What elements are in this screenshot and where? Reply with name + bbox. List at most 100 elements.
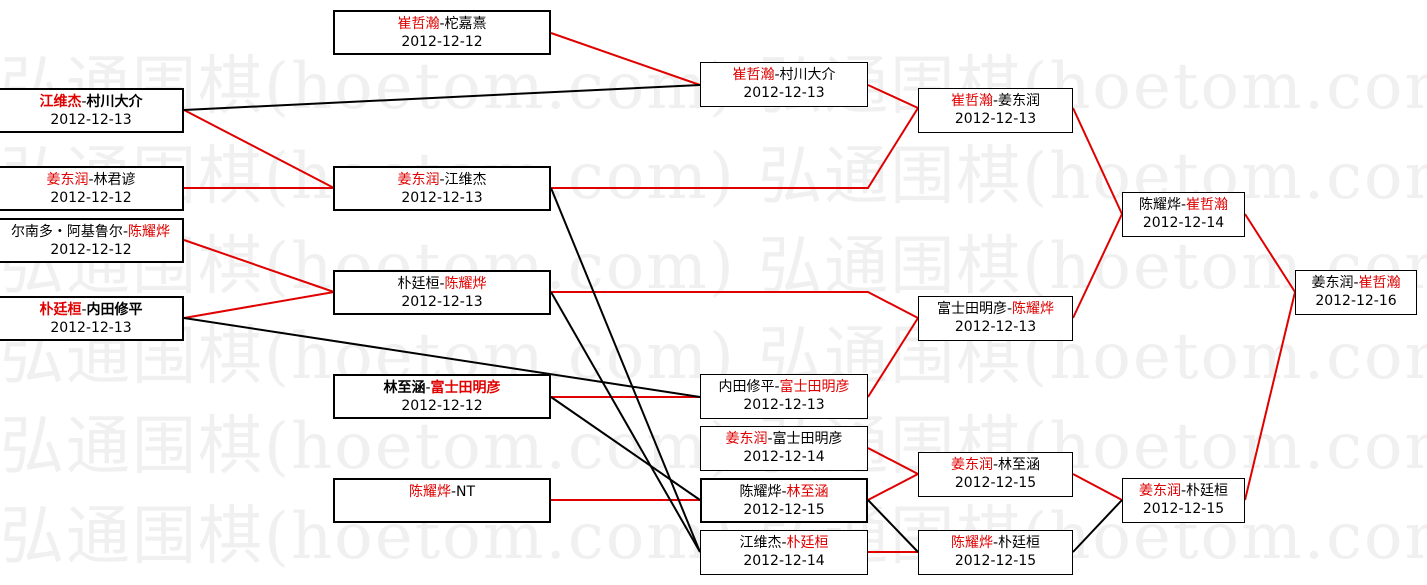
separator: - [781,484,787,500]
separator: - [774,67,780,83]
match-date: 2012-12-13 [50,320,132,336]
player-loser: NT [456,484,476,500]
connector-line [183,109,335,189]
player-loser: 富士田明彦 [936,301,1007,317]
player-loser: 尔南多・阿基鲁尔 [10,224,123,240]
connector-line [183,317,701,398]
match-box: 朴廷桓-陈耀烨 2012-12-13 [333,270,551,315]
final-match-box: 姜东润-崔哲瀚 2012-12-16 [1295,270,1417,315]
separator: - [992,535,999,551]
match-box: 富士田明彦-陈耀烨 2012-12-13 [918,296,1073,341]
connector-line [550,396,701,501]
match-players: 姜东润-林君谚 [0,171,182,189]
match-players: 陈耀烨-林至涵 [702,483,866,501]
match-date: 2012-12-15 [954,475,1037,491]
player-loser: 内田修平 [86,302,143,318]
connector-line [550,32,701,86]
match-players: 崔哲瀚-柁嘉熹 [335,15,549,33]
match-players: 朴廷桓-内田修平 [0,301,182,319]
player-loser: 陈耀烨 [1138,197,1181,213]
match-box: 崔哲瀚-柁嘉熹 2012-12-12 [333,10,551,55]
player-winner: 富士田明彦 [779,379,850,395]
player-loser: 姜东润 [998,93,1041,109]
separator: - [774,379,780,395]
connector-line [183,239,335,293]
player-loser: 陈耀烨 [739,484,782,500]
separator: - [425,380,431,396]
match-players: 崔哲瀚-姜东润 [919,92,1072,110]
match-box: 陈耀烨-崔哲瀚 2012-12-14 [1122,192,1245,237]
player-loser: 林至涵 [998,457,1041,473]
connector-line [867,84,919,109]
player-winner: 崔哲瀚 [1186,197,1229,213]
match-date: 2012-12-15 [743,502,825,518]
player-loser: 江维杰 [739,535,782,551]
connector-line [551,107,919,189]
match-box: 崔哲瀚-姜东润 2012-12-13 [918,88,1073,133]
player-winner: 陈耀烨 [128,224,170,240]
match-players: 姜东润-富士田明彦 [701,430,867,448]
match-date: 2012-12-13 [743,85,825,101]
player-loser: 林君谚 [93,172,136,188]
match-players: 尔南多・阿基鲁尔-陈耀烨 [0,223,170,241]
player-loser: 姜东润 [1311,275,1354,291]
loser-connectors [183,84,1123,553]
player-winner: 陈耀烨 [444,276,487,292]
separator: - [767,431,773,447]
separator: - [439,16,445,32]
player-winner: 崔哲瀚 [732,67,775,83]
match-players: 富士田明彦-陈耀烨 [919,300,1072,318]
match-players: 陈耀烨-崔哲瀚 [1123,196,1244,214]
player-winner: 崔哲瀚 [1358,275,1401,291]
match-players: 姜东润-江维杰 [335,171,549,189]
player-winner: 姜东润 [46,172,89,188]
match-players: 崔哲瀚-村川大介 [701,66,867,84]
match-date: 2012-12-13 [743,397,825,413]
match-box: 陈耀烨-朴廷桓 2012-12-15 [918,530,1073,575]
player-winner: 姜东润 [725,431,768,447]
player-winner: 陈耀烨 [408,484,451,500]
separator: - [439,276,445,292]
connector-line [550,291,701,553]
match-date: 2012-12-14 [743,553,825,569]
player-loser: 朴廷桓 [397,276,440,292]
connector-line [1072,213,1123,319]
match-players: 姜东润-崔哲瀚 [1296,274,1416,292]
player-winner: 林至涵 [786,484,829,500]
separator: - [122,224,128,240]
connector-line [1244,213,1296,293]
match-date: 2012-12-13 [401,294,483,310]
connector-line [867,317,919,398]
match-box: 朴廷桓-内田修平 2012-12-13 [0,296,184,341]
match-box: 崔哲瀚-村川大介 2012-12-13 [700,62,868,107]
match-date: 2012-12-16 [1315,293,1397,309]
match-box: 陈耀烨-林至涵 2012-12-15 [700,478,868,523]
match-players: 朴廷桓-陈耀烨 [335,275,549,293]
separator: - [439,172,445,188]
separator: - [992,457,999,473]
match-date: 2012-12-14 [1142,215,1225,231]
match-box: 姜东润-富士田明彦 2012-12-14 [700,426,868,471]
player-winner: 姜东润 [397,172,440,188]
player-winner: 陈耀烨 [1012,301,1055,317]
match-date: 2012-12-15 [954,553,1037,569]
match-players: 内田修平-富士田明彦 [701,378,867,396]
separator: - [1180,197,1187,213]
match-date: 2012-12-13 [954,111,1037,127]
connector-line [867,447,919,475]
match-players: 姜东润-林至涵 [919,456,1072,474]
separator: - [81,302,87,318]
separator: - [450,484,457,500]
separator: - [88,172,94,188]
match-box: 尔南多・阿基鲁尔-陈耀烨 2012-12-12 [0,218,184,263]
player-loser: 富士田明彦 [772,431,843,447]
match-box: 林至涵-富士田明彦 2012-12-12 [333,374,551,419]
separator: - [781,535,787,551]
connector-line [1072,107,1123,215]
separator: - [1353,275,1359,291]
match-date: 2012-12-13 [401,190,483,206]
connector-line [550,187,701,553]
match-box: 江维杰-村川大介 2012-12-13 [0,88,184,133]
match-box: 陈耀烨-NT [333,478,551,523]
